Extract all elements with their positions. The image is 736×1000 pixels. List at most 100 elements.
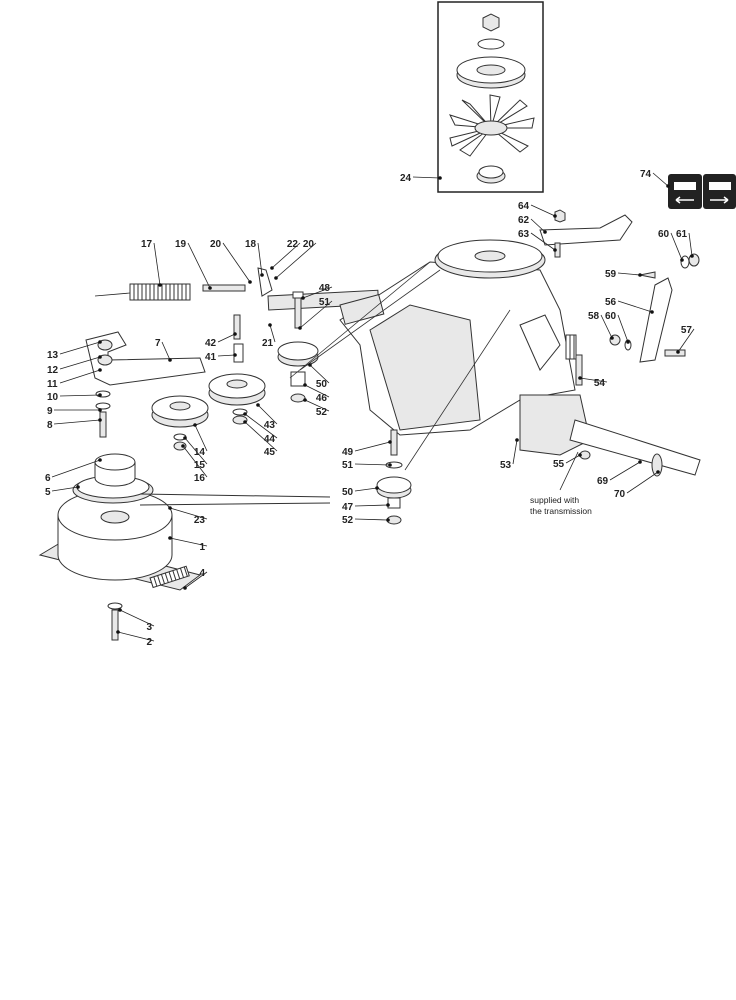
callout-52: 52 xyxy=(303,398,330,418)
leader-line xyxy=(412,176,441,179)
leader-dot xyxy=(308,363,312,367)
callout-20: 20 xyxy=(210,239,252,284)
leader-dot xyxy=(256,403,260,407)
callout-60: 60 xyxy=(605,311,630,344)
callout-number: 7 xyxy=(155,338,161,349)
callout-number: 13 xyxy=(47,350,59,361)
callout-48: 48 xyxy=(301,283,333,300)
leader-line xyxy=(304,384,330,398)
callout-number: 61 xyxy=(676,229,688,240)
callout-number: 6 xyxy=(45,473,51,484)
callout-51: 51 xyxy=(342,460,392,471)
inset-fan-pulley-detail xyxy=(437,1,544,193)
callout-12: 12 xyxy=(47,355,102,376)
callout-58: 58 xyxy=(588,311,614,340)
leader-line xyxy=(688,232,693,257)
callout-3: 3 xyxy=(118,608,155,633)
callout-number: 64 xyxy=(518,201,530,212)
leader-line xyxy=(677,328,695,353)
callout-number: 54 xyxy=(594,378,606,389)
leader-dot xyxy=(303,383,307,387)
leader-dot xyxy=(208,286,212,290)
leader-dot xyxy=(638,273,642,277)
leader-line xyxy=(354,518,389,521)
callout-51: 51 xyxy=(298,297,333,330)
leader-line xyxy=(652,172,669,187)
callout-number: 2 xyxy=(146,637,152,648)
callout-number: 55 xyxy=(553,459,565,470)
callout-1: 1 xyxy=(168,536,208,553)
leader-dot xyxy=(578,453,582,457)
callout-16: 16 xyxy=(181,444,208,484)
callout-23: 23 xyxy=(168,506,208,526)
leader-dot xyxy=(553,248,557,252)
leader-dot xyxy=(386,518,390,522)
callout-number: 47 xyxy=(342,502,354,513)
callout-number: 10 xyxy=(47,392,59,403)
pulleys xyxy=(151,341,319,451)
callout-5: 5 xyxy=(45,485,80,498)
leader-dot xyxy=(388,463,392,467)
callout-number: 49 xyxy=(342,447,354,458)
callout-number: 62 xyxy=(518,215,530,226)
leader-line xyxy=(269,324,276,343)
leader-dot xyxy=(76,485,80,489)
callout-number: 42 xyxy=(205,338,217,349)
callout-57: 57 xyxy=(676,325,695,354)
callout-56: 56 xyxy=(605,297,654,314)
leader-line xyxy=(579,377,608,383)
callout-49: 49 xyxy=(342,440,392,458)
leader-dot xyxy=(298,326,302,330)
leader-dot xyxy=(233,353,237,357)
callout-50: 50 xyxy=(342,486,379,498)
callout-46: 46 xyxy=(303,383,330,404)
rod-19 xyxy=(202,284,246,292)
callout-number: 63 xyxy=(518,229,530,240)
leader-line xyxy=(354,504,389,507)
leader-line xyxy=(184,437,208,465)
callout-number: 57 xyxy=(681,325,693,336)
leader-line xyxy=(530,218,546,233)
callout-number: 11 xyxy=(47,379,58,390)
leader-dot xyxy=(183,586,187,590)
callout-45: 45 xyxy=(243,420,278,458)
leader-dot xyxy=(268,323,272,327)
leader-dot xyxy=(578,376,582,380)
leader-line xyxy=(59,341,101,355)
callout-14: 14 xyxy=(193,423,208,458)
leader-line xyxy=(222,242,251,283)
leader-dot xyxy=(680,258,684,262)
leader-dot xyxy=(168,536,172,540)
callout-22: 22 xyxy=(270,239,301,270)
leader-line xyxy=(354,487,378,492)
leader-dot xyxy=(98,458,102,462)
callout-20: 20 xyxy=(274,239,317,280)
leader-line xyxy=(153,242,161,286)
callout-number: 69 xyxy=(597,476,609,487)
callout-62: 62 xyxy=(518,215,547,234)
leader-line xyxy=(530,232,556,251)
callout-number: 52 xyxy=(342,515,354,526)
leader-dot xyxy=(543,230,547,234)
leader-line xyxy=(117,631,155,642)
leader-line xyxy=(217,333,236,343)
leader-dot xyxy=(666,184,670,188)
callout-number: 50 xyxy=(342,487,354,498)
callout-number: 58 xyxy=(588,311,600,322)
leader-dot xyxy=(690,254,694,258)
tension-spring-17 xyxy=(94,283,191,301)
leader-line xyxy=(53,419,101,425)
callout-number: 51 xyxy=(319,297,331,308)
leader-line xyxy=(244,421,278,452)
leader-line xyxy=(299,300,333,329)
callout-42: 42 xyxy=(205,332,237,349)
leader-dot xyxy=(243,420,247,424)
leader-line xyxy=(275,242,317,279)
callout-number: 14 xyxy=(194,447,206,458)
leader-dot xyxy=(656,470,660,474)
callout-number: 52 xyxy=(316,407,328,418)
leader-line xyxy=(565,454,581,464)
leader-dot xyxy=(98,355,102,359)
leader-dot xyxy=(98,340,102,344)
